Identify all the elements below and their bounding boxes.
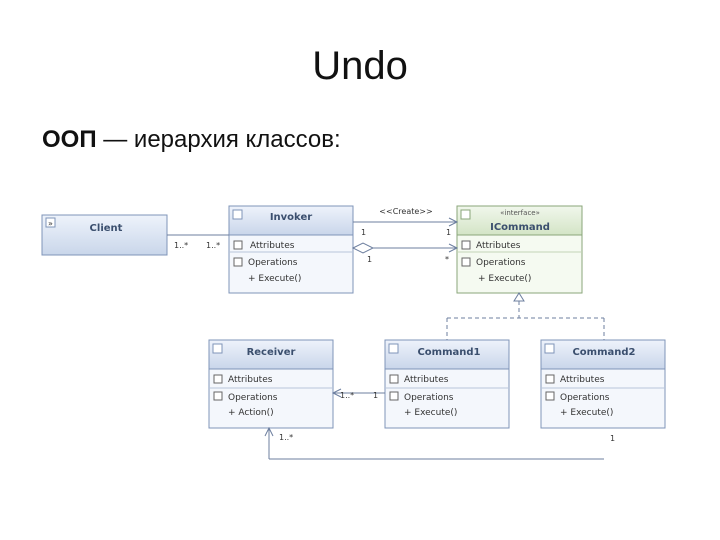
- minus-icon: [233, 240, 243, 250]
- class-command1: Command1 Attributes Operations + Execute…: [384, 339, 510, 429]
- receiver-op: + Action(): [228, 408, 274, 418]
- arrowhead-icon: [264, 426, 274, 437]
- create-label: <<Create>>: [379, 207, 432, 216]
- command2-operations: Operations: [560, 393, 610, 403]
- command2-op: + Execute(): [560, 408, 613, 418]
- collapse-icon: [232, 209, 243, 220]
- command1-attributes: Attributes: [404, 375, 449, 385]
- collapse-icon: [45, 217, 56, 228]
- arrowhead-icon: [448, 243, 459, 253]
- class-icommand: «interface» ICommand Attributes Operatio…: [456, 205, 583, 294]
- minus-icon: [389, 391, 399, 401]
- minus-icon: [213, 374, 223, 384]
- minus-icon: [545, 391, 555, 401]
- client-name: Client: [90, 223, 123, 234]
- minus-icon: [213, 391, 223, 401]
- svg-text:»: »: [48, 219, 53, 228]
- command1-name: Command1: [417, 347, 480, 358]
- receiver-name: Receiver: [247, 347, 296, 358]
- command2-attributes: Attributes: [560, 375, 605, 385]
- invoker-name: Invoker: [270, 212, 312, 223]
- command1-multiplicity: 1: [373, 391, 378, 400]
- command1-operations: Operations: [404, 393, 454, 403]
- connectors: [167, 217, 605, 460]
- icommand-attributes: Attributes: [476, 241, 521, 251]
- class-receiver: Receiver Attributes Operations + Action(…: [208, 339, 334, 429]
- command1-op: + Execute(): [404, 408, 457, 418]
- receiver-operations: Operations: [228, 393, 278, 403]
- invoker-multiplicity: 1..*: [206, 241, 220, 250]
- aggregation-invoker-multiplicity: 1: [361, 228, 366, 237]
- slide-subtitle: ООП — иерархия классов:: [42, 126, 341, 154]
- realization-arrow-icon: [513, 292, 525, 302]
- minus-icon: [389, 374, 399, 384]
- receiver-attributes: Attributes: [228, 375, 273, 385]
- bottom-receiver-multiplicity: 1..*: [279, 433, 293, 442]
- minus-icon: [545, 374, 555, 384]
- icommand-operations: Operations: [476, 258, 526, 268]
- icommand-op: + Execute(): [478, 274, 531, 284]
- class-client: » Client: [41, 214, 168, 256]
- invoker-operations: Operations: [248, 258, 298, 268]
- subtitle-rest: — иерархия классов:: [96, 126, 341, 153]
- class-command2: Command2 Attributes Operations + Execute…: [540, 339, 666, 429]
- aggregation-invoker-multiplicity-2: 1: [367, 255, 372, 264]
- arrowhead-icon: [331, 388, 342, 398]
- command2-name: Command2: [572, 347, 635, 358]
- minus-icon: [461, 257, 471, 267]
- class-invoker: Invoker Attributes Operations + Execute(…: [228, 205, 354, 294]
- subtitle-bold: ООП: [42, 126, 97, 153]
- minus-icon: [461, 240, 471, 250]
- collapse-icon: [460, 209, 471, 220]
- receiver-multiplicity: 1..*: [340, 391, 354, 400]
- client-multiplicity: 1..*: [174, 241, 188, 250]
- aggregation-diamond-icon: [351, 242, 375, 254]
- slide-title: Undo: [312, 44, 408, 88]
- collapse-icon: [544, 343, 555, 354]
- collapse-icon: [212, 343, 223, 354]
- minus-icon: [233, 257, 243, 267]
- arrowhead-icon: [448, 217, 459, 227]
- icommand-stereotype: «interface»: [500, 209, 540, 217]
- collapse-icon: [388, 343, 399, 354]
- invoker-op: + Execute(): [248, 274, 301, 284]
- icommand-name: ICommand: [490, 222, 550, 233]
- aggregation-icommand-multiplicity: *: [445, 255, 449, 264]
- create-multiplicity: 1: [446, 228, 451, 237]
- bottom-command2-multiplicity: 1: [610, 434, 615, 443]
- invoker-attributes: Attributes: [250, 241, 295, 251]
